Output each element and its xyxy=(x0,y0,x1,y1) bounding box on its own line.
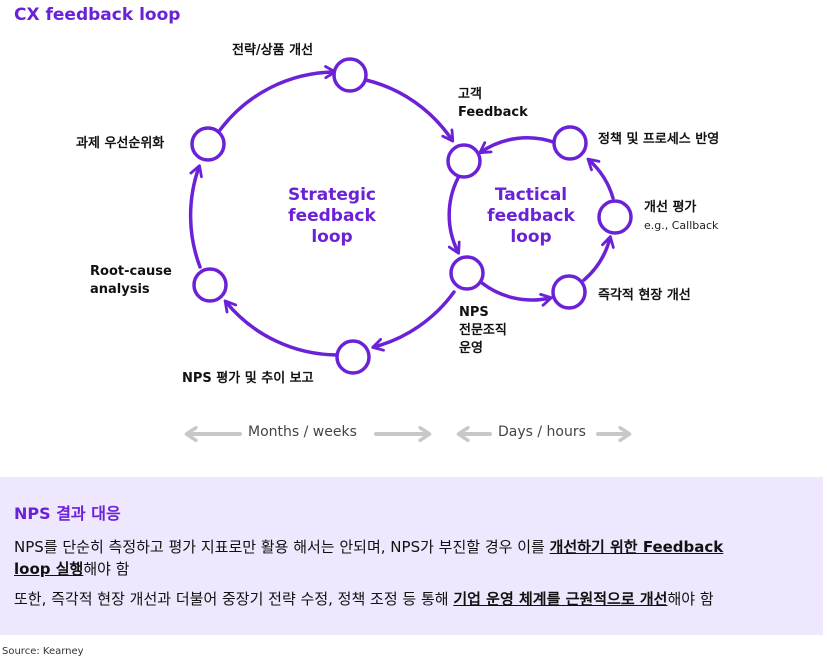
label-nps-org: NPS 전문조직 운영 xyxy=(459,304,507,358)
panel-line3-emphasis: 기업 운영 체계를 근원적으로 개선 xyxy=(453,590,668,608)
label-customer-line1: 고객 xyxy=(458,87,482,102)
node-policy xyxy=(552,125,588,161)
node-nps-report xyxy=(335,339,371,375)
panel-line3-suffix: 해야 함 xyxy=(667,590,714,608)
panel-line-1: NPS를 단순히 측정하고 평가 지표로만 활용 해서는 안되며, NPS가 부… xyxy=(14,536,723,558)
panel-line2-emphasis: loop 실행 xyxy=(14,560,84,578)
node-rootcause xyxy=(192,267,228,303)
arc-npsreport-to-rootcause xyxy=(223,299,339,357)
node-customer-feedback xyxy=(446,143,482,179)
label-rootcause: Root-cause analysis xyxy=(90,264,172,297)
label-eval: 개선 평가 e.g., Callback xyxy=(644,199,718,235)
strategic-loop-arcs xyxy=(188,65,456,357)
panel-line-2: loop 실행해야 함 xyxy=(14,558,129,580)
label-eval-sub: e.g., Callback xyxy=(644,219,719,232)
diagram-title: CX feedback loop xyxy=(14,5,181,25)
arc-onsite-to-eval xyxy=(582,235,615,282)
strategic-loop-title: Strategic feedback loop xyxy=(270,185,394,248)
label-customer-line2: Feedback xyxy=(458,105,528,120)
label-nps-org-line3: 운영 xyxy=(459,341,483,356)
tactical-loop-title: Tactical feedback loop xyxy=(475,185,587,248)
label-prioritize: 과제 우선순위화 xyxy=(76,136,165,151)
panel-line3-text: 또한, 즉각적 현장 개선과 더불어 중장기 전략 수정, 정책 조정 등 통해 xyxy=(14,590,454,608)
label-onsite: 즉각적 현장 개선 xyxy=(598,288,691,303)
tactical-line1: Tactical xyxy=(494,185,568,205)
arc-eval-to-policy xyxy=(586,157,615,200)
label-nps-org-line2: 전문조직 xyxy=(459,323,507,338)
node-onsite xyxy=(551,274,587,310)
feedback-loop-diagram xyxy=(0,57,633,470)
arc-npsorg-to-onsite xyxy=(480,281,553,307)
arc-prioritize-to-improve xyxy=(218,65,337,132)
panel-line1-emphasis: 개선하기 위한 Feedback xyxy=(549,538,724,556)
strategic-line3: loop xyxy=(311,227,353,247)
label-eval-title: 개선 평가 xyxy=(644,200,697,215)
arc-improve-to-customer xyxy=(364,78,455,143)
node-strategy-improve xyxy=(332,57,368,93)
strategic-line1: Strategic xyxy=(288,185,376,205)
tactical-loop-arcs xyxy=(447,136,615,307)
panel-title: NPS 결과 대응 xyxy=(14,504,121,523)
timeline-days-hours: Days / hours xyxy=(494,424,590,440)
panel-line2-text: 해야 함 xyxy=(83,560,130,578)
panel-line-3: 또한, 즉각적 현장 개선과 더불어 중장기 전략 수정, 정책 조정 등 통해… xyxy=(14,588,714,610)
label-strategy-improve: 전략/상품 개선 xyxy=(232,43,314,58)
timeline-months-weeks: Months / weeks xyxy=(244,424,361,440)
label-nps-report: NPS 평가 및 추이 보고 xyxy=(182,371,314,386)
node-prioritize xyxy=(190,126,226,162)
strategic-line2: feedback xyxy=(288,206,376,226)
source-note: Source: Kearney xyxy=(2,646,84,657)
arc-rootcause-to-prioritize xyxy=(188,164,203,269)
tactical-line3: loop xyxy=(510,227,552,247)
nps-response-panel: NPS 결과 대응 NPS를 단순히 측정하고 평가 지표로만 활용 해서는 안… xyxy=(0,477,823,635)
label-policy: 정책 및 프로세스 반영 xyxy=(598,132,720,147)
node-nps-org xyxy=(449,255,485,291)
label-customer-feedback: 고객 Feedback xyxy=(458,86,528,122)
arc-customer-to-npsorg xyxy=(447,176,461,255)
arc-npsorg-to-npsreport xyxy=(371,290,456,352)
panel-line1-text: NPS를 단순히 측정하고 평가 지표로만 활용 해서는 안되며, NPS가 부… xyxy=(14,538,550,556)
tactical-line2: feedback xyxy=(487,206,575,226)
node-eval xyxy=(597,199,633,235)
label-nps-org-line1: NPS xyxy=(459,305,489,320)
arc-policy-to-customer xyxy=(478,136,558,155)
